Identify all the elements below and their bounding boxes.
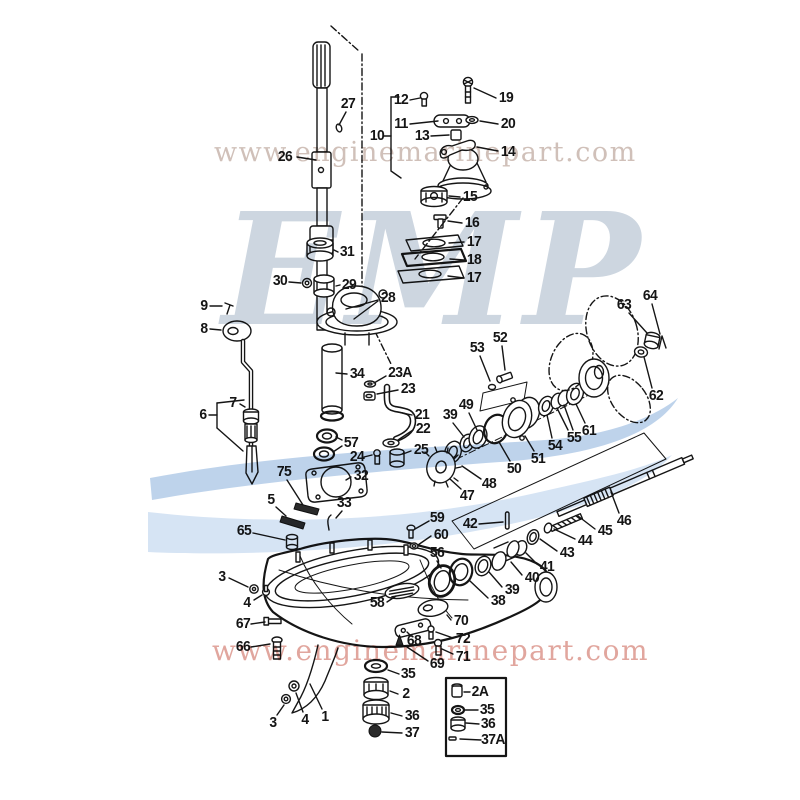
drain-plug-nut xyxy=(368,724,382,738)
gearcase-housing xyxy=(249,537,558,738)
drive-pin xyxy=(335,123,343,133)
seal-56 xyxy=(427,564,457,598)
drain-washer xyxy=(363,658,389,674)
water-intake-screen xyxy=(384,582,420,600)
shift-link xyxy=(439,139,476,159)
prop-hub xyxy=(578,358,610,398)
prop-nut xyxy=(643,331,661,350)
carrier-bore xyxy=(534,571,558,603)
cotter-pin xyxy=(658,335,667,350)
anode xyxy=(417,599,449,617)
intake-plate xyxy=(394,618,432,638)
skeg xyxy=(291,644,339,714)
shift-cam xyxy=(222,320,252,342)
pointer-arrow xyxy=(395,634,404,646)
inset-box xyxy=(444,676,508,758)
water-pump-group xyxy=(397,76,492,284)
